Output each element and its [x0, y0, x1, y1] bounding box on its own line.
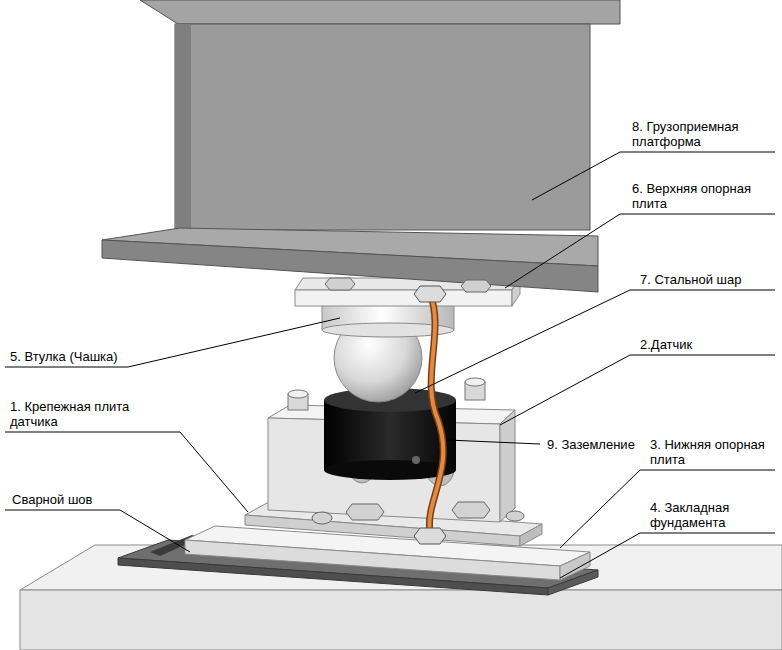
leader-line — [447, 440, 540, 444]
part-label: 9. Заземление — [547, 437, 635, 452]
nut — [461, 280, 491, 292]
beam-bottom-flange-front — [102, 240, 598, 292]
mounting-plate-side — [520, 524, 542, 546]
bolt-head — [312, 512, 332, 524]
bolt-head — [465, 378, 485, 386]
ball-cup-bottom — [324, 460, 456, 480]
leader-line — [505, 214, 775, 288]
leader-line — [5, 510, 190, 552]
leader-line — [5, 432, 248, 512]
leader-line — [415, 290, 775, 393]
beam-web-shade — [175, 24, 191, 230]
part-label: 5. Втулка (Чашка) — [10, 349, 118, 364]
cup-screw — [412, 456, 420, 464]
part-label: 6. Верхняя опорная плита — [632, 181, 757, 211]
beam-web — [175, 24, 590, 230]
part-label: 2.Датчик — [640, 337, 692, 352]
nut — [452, 502, 490, 518]
part-label: 4. Закладная фундамента — [650, 500, 765, 530]
leader-line — [500, 355, 775, 425]
leader-line — [560, 470, 775, 548]
part-label: 8. Грузоприемная платформа — [632, 119, 772, 149]
sensor-side — [500, 410, 515, 522]
leader-line — [5, 318, 340, 367]
part-label: Сварной шов — [12, 492, 92, 507]
part-label: 7. Стальной шар — [640, 272, 741, 287]
part-label: 1. Крепежная плита датчика — [10, 399, 170, 429]
nut — [346, 504, 384, 520]
beam-top-flange — [140, 0, 620, 24]
bolt-head — [288, 390, 308, 398]
bolt-head — [506, 511, 524, 521]
part-label: 3. Нижняя опорная плита — [650, 437, 765, 467]
lower-plate-front — [185, 540, 560, 580]
ground-wire — [429, 294, 443, 532]
ground-lug — [414, 528, 446, 544]
ground-wire-outline — [429, 294, 443, 532]
ground-lug — [414, 286, 446, 302]
leader-line — [560, 533, 775, 578]
foundation-front — [20, 590, 782, 650]
nut — [325, 278, 355, 290]
